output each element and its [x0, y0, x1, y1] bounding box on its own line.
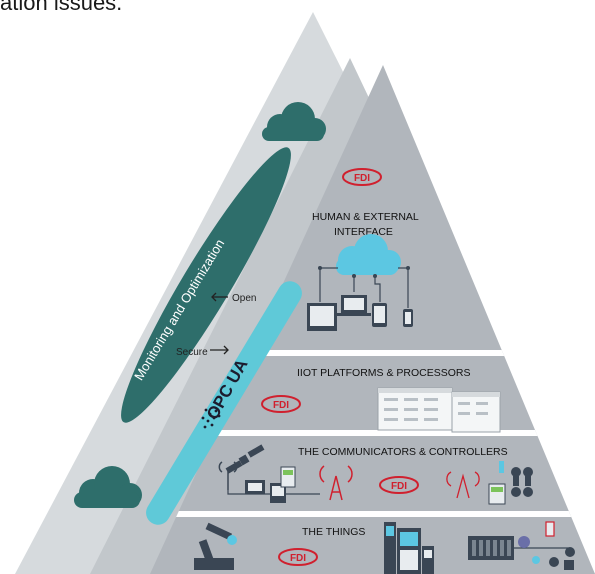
- svg-text:FDI: FDI: [290, 553, 306, 564]
- layer-title-things: THE THINGS: [302, 526, 365, 538]
- fdi-logo: FDI: [342, 168, 382, 186]
- layer-title-iiot: IIOT PLATFORMS & PROCESSORS: [297, 367, 470, 379]
- antenna-icon: [446, 471, 480, 499]
- opc-dot-texture: [201, 408, 221, 429]
- controller-network-icon: [227, 466, 320, 503]
- antenna-icon: [319, 465, 353, 501]
- monitoring-optimization-band: [121, 147, 291, 423]
- open-label: Open: [232, 293, 256, 304]
- plc-rack-icon: [468, 521, 575, 570]
- robot-arm-icon: [194, 522, 237, 570]
- svg-text:FDI: FDI: [391, 481, 407, 492]
- application-windows-icon: [377, 387, 501, 433]
- cloud-network-icon: [307, 234, 413, 331]
- svg-text:FDI: FDI: [354, 173, 370, 184]
- open-arrow: [211, 292, 228, 302]
- layer-title-human-line1: HUMAN & EXTERNAL: [312, 211, 419, 223]
- fdi-logo: FDI: [379, 476, 419, 494]
- secure-label: Secure: [176, 347, 208, 358]
- secure-arrow: [210, 345, 229, 355]
- cloud-icon: [74, 466, 142, 508]
- svg-text:FDI: FDI: [273, 400, 289, 411]
- layer-separator-2: [150, 430, 595, 436]
- layer-title-human-line2: INTERFACE: [334, 226, 393, 238]
- layer-separator-3: [150, 511, 595, 517]
- layer-title-communicators: THE COMMUNICATORS & CONTROLLERS: [298, 446, 508, 458]
- factory-icon: [384, 522, 434, 574]
- fdi-logo: FDI: [278, 548, 318, 566]
- cloud-icon: [262, 102, 326, 141]
- header-text-fragment: ation issues.: [0, 0, 123, 15]
- satellite-icon: [225, 444, 265, 474]
- field-devices-icon: [488, 461, 533, 505]
- antenna-icon: [218, 461, 238, 490]
- opc-ua-bar: [146, 281, 302, 525]
- layer-separator-1: [150, 350, 595, 356]
- fdi-logo: FDI: [261, 395, 301, 413]
